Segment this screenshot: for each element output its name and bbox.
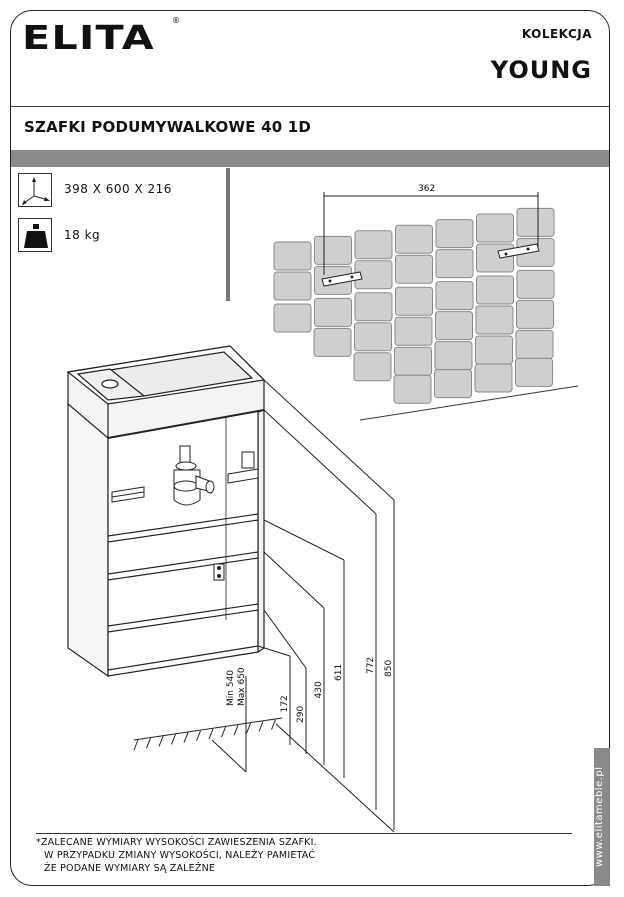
wall-tile [476, 243, 514, 273]
spec-weight: 18 kg [64, 228, 101, 242]
product-title: SZAFKI PODUMYWALKOWE 40 1D [24, 118, 312, 136]
wall-tile [435, 281, 474, 311]
wall-tile [475, 305, 514, 335]
wall-tile [435, 219, 474, 249]
wall-tile [394, 346, 432, 376]
brand-logo: ELITA [22, 18, 154, 57]
dimension-bracket-spacing: 362 [323, 184, 539, 275]
extension-line [263, 609, 307, 669]
floor-hatch-mark [196, 730, 201, 741]
wall-tile [434, 369, 472, 399]
siphon [173, 445, 215, 506]
floor-hatch-mark [246, 723, 251, 734]
wall-tile [314, 297, 352, 327]
extension-line [263, 379, 395, 501]
wall-tile [516, 207, 555, 237]
extension-line [257, 645, 291, 657]
wall-tile [395, 286, 433, 316]
note-line-2: W PRZYPADKU ZMIANY WYSOKOŚCI, NALEŻY PAM… [44, 850, 316, 861]
height-range-extension [211, 739, 247, 773]
wall-tile [353, 352, 392, 382]
floor-hatch-mark [183, 732, 189, 743]
wall-tile [516, 299, 554, 329]
wall-tile [476, 213, 514, 243]
floor-hatch-mark [208, 728, 214, 740]
wall-bracket-right [497, 243, 540, 259]
dimension-362-label: 362 [418, 184, 435, 194]
height-dimension-label: 430 [314, 681, 324, 698]
floor-hatch-mark [158, 736, 164, 747]
wall-tile [273, 271, 312, 301]
floor-reference-line [275, 723, 395, 833]
page-frame [10, 10, 610, 886]
logo-text: ELITA [22, 18, 155, 57]
note-line-1: *ZALECANE WYMIARY WYSOKOŚCI ZAWIESZENIA … [36, 837, 317, 848]
wall-tile [354, 322, 392, 352]
website-link[interactable]: www.elitameble.pl [594, 766, 605, 868]
wall-tile [434, 341, 473, 371]
wall-tile [515, 357, 553, 387]
wall-tile [273, 241, 312, 271]
hinge [213, 563, 225, 581]
cabinet [66, 345, 266, 678]
extension-line [263, 551, 325, 609]
wall-tile [394, 316, 433, 346]
wall-tile [475, 335, 513, 365]
range-max-label: Max 650 [237, 667, 247, 706]
height-range-labels: Min 540 Max 650 [226, 667, 247, 706]
gray-band [11, 150, 609, 167]
wall-bracket-left [321, 271, 363, 287]
wall-tile [516, 269, 555, 299]
header-divider [11, 106, 609, 107]
height-dimension-label: 290 [296, 706, 306, 723]
collection-label: KOLEKCJA [521, 27, 592, 41]
height-dimension-label: 772 [366, 657, 376, 674]
wall-tile [354, 230, 393, 260]
floor-hatch-mark [258, 721, 264, 732]
cabinet-bracket-right [227, 451, 259, 484]
installation-note: *ZALECANE WYMIARY WYSOKOŚCI ZAWIESZENIA … [36, 836, 317, 875]
wall-tile [435, 311, 473, 341]
extension-line [263, 409, 377, 515]
floor-hatch [133, 717, 283, 751]
wall-tile [273, 303, 312, 333]
note-divider [36, 833, 572, 834]
floor-hatch-mark [146, 737, 151, 749]
spec-separator [226, 168, 230, 301]
floor-hatch-mark [221, 726, 226, 738]
registered-mark: ® [172, 16, 180, 25]
height-dimensions: 172 290 430 611 772 850 [211, 379, 395, 833]
floor-hatch-mark [133, 739, 139, 751]
wall-baseline [359, 385, 579, 421]
website-strip [594, 748, 610, 886]
cabinet-bracket-left [111, 486, 145, 503]
wall-tile [393, 374, 432, 404]
wall-tile [313, 327, 352, 357]
dimensions-axes-icon [18, 173, 52, 207]
floor-hatch-mark [171, 734, 176, 745]
range-min-label: Min 540 [226, 670, 236, 706]
wall-tile [515, 329, 554, 359]
wall-tile [395, 224, 433, 254]
floor-hatch-mark [271, 719, 276, 730]
wall-tile [395, 254, 433, 284]
weight-icon [18, 218, 52, 252]
height-dimension-label: 172 [280, 695, 290, 712]
height-dimension-label: 850 [384, 660, 394, 677]
height-dimension-label: 611 [334, 664, 344, 681]
spec-dimensions: 398 X 600 X 216 [64, 182, 172, 196]
wall-tile [435, 249, 474, 279]
collection-name: YOUNG [490, 56, 592, 84]
extension-line [263, 519, 345, 561]
note-line-3: ŻE PODANE WYMIARY SĄ ZALEŻNE [44, 863, 216, 874]
wall-tile [314, 235, 352, 265]
wall-tile [476, 275, 514, 305]
wall-tile [474, 363, 513, 393]
floor-hatch-mark [233, 725, 239, 736]
wall-tiles [273, 207, 555, 404]
wall-tile [354, 292, 393, 322]
